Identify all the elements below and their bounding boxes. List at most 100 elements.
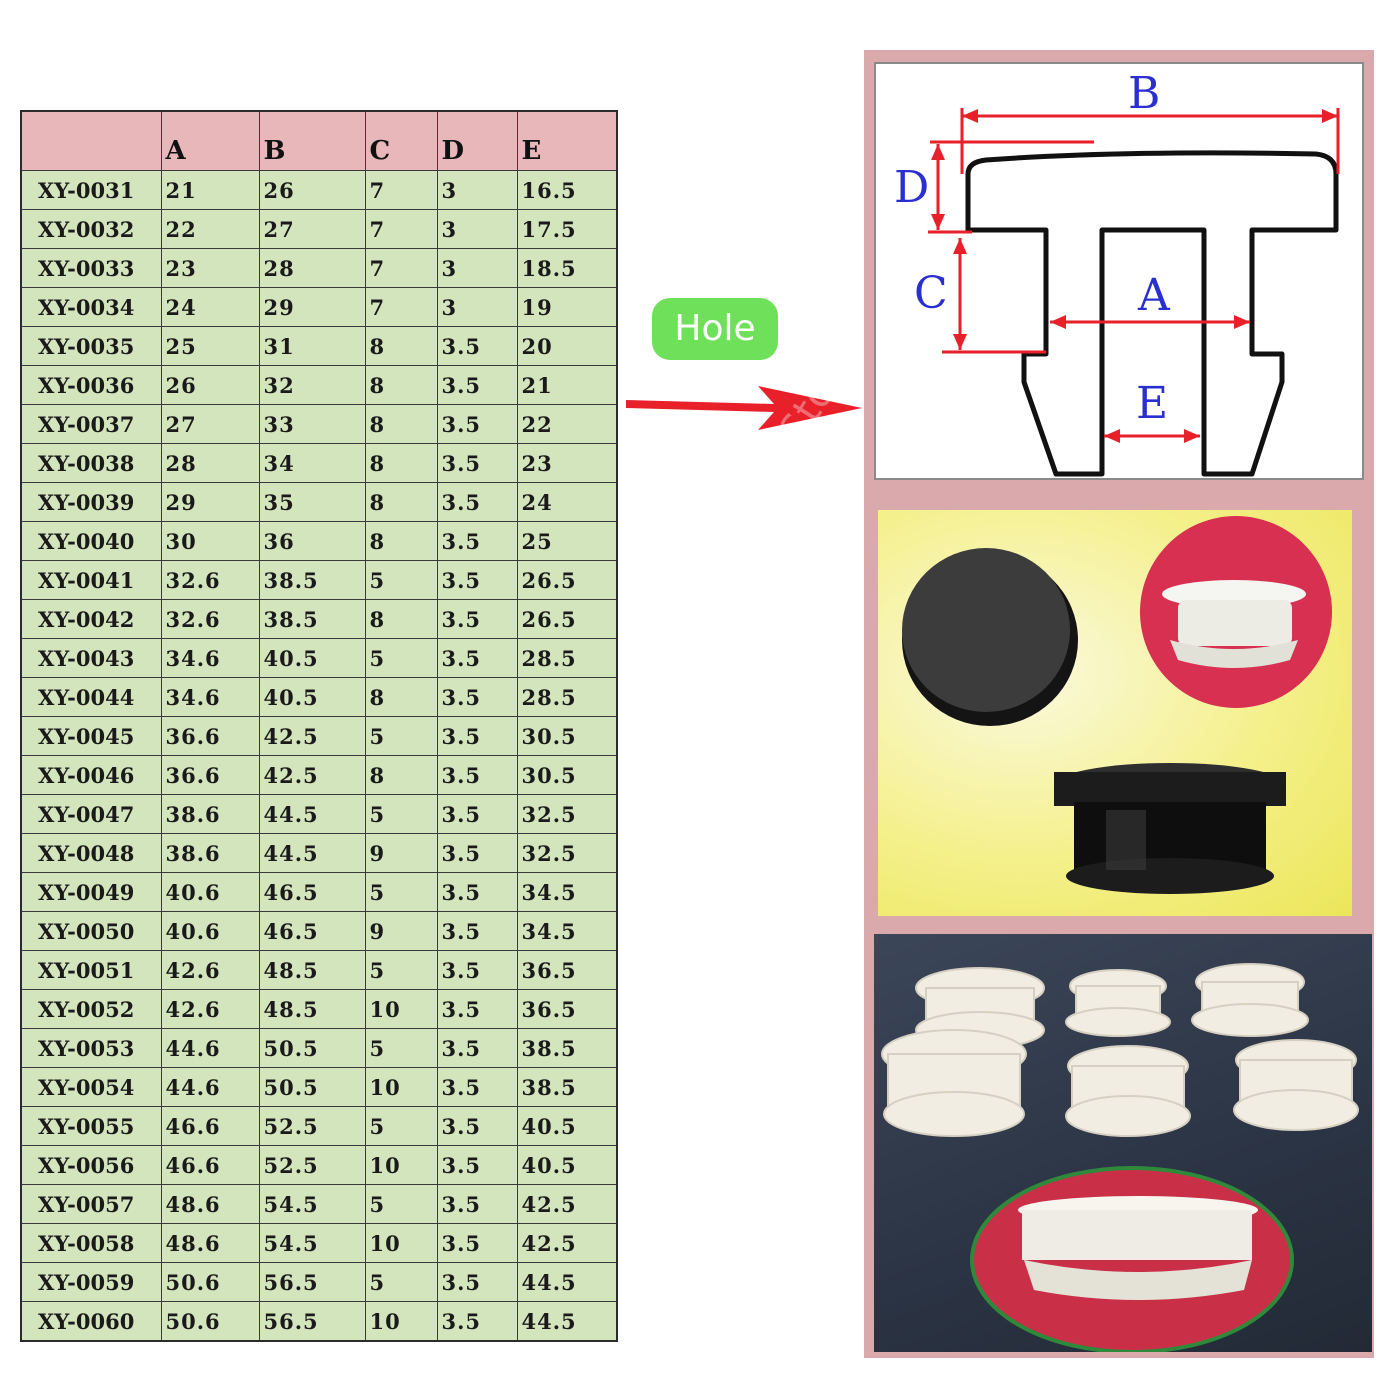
plug-diagram: B D C A E (894, 68, 1340, 477)
model-cell: XY-0046 (20, 755, 162, 795)
dimension-cell: 36.5 (516, 950, 618, 990)
white-plugs-illustration (881, 963, 1359, 1354)
model-cell: XY-0052 (20, 989, 162, 1029)
model-cell: XY-0047 (20, 794, 162, 834)
dimension-cell: 29 (258, 287, 366, 327)
dimension-cell: 42.5 (516, 1184, 618, 1224)
dimension-cell: 29 (160, 482, 260, 522)
label-a: A (1137, 270, 1171, 321)
dimension-cell: 21 (516, 365, 618, 405)
dimension-cell: 3.5 (436, 599, 518, 639)
header-model (20, 110, 162, 171)
dimension-cell: 5 (364, 1184, 438, 1224)
dimension-cell: 8 (364, 599, 438, 639)
dimension-cell: 22 (516, 404, 618, 444)
dimension-cell: 28.5 (516, 677, 618, 717)
dimension-cell: 3.5 (436, 1067, 518, 1107)
dimension-cell: 18.5 (516, 248, 618, 288)
dimension-cell: 3 (436, 287, 518, 327)
dimension-cell: 25 (160, 326, 260, 366)
dimension-cell: 40.5 (258, 638, 366, 678)
dimension-cell: 3.5 (436, 404, 518, 444)
dimension-cell: 44.6 (160, 1028, 260, 1068)
dimension-cell: 3.5 (436, 1223, 518, 1263)
dimension-cell: 50.5 (258, 1028, 366, 1068)
dimension-cell: 48.6 (160, 1223, 260, 1263)
model-cell: XY-0043 (20, 638, 162, 678)
dimension-cell: 23 (160, 248, 260, 288)
dimension-cell: 32.6 (160, 560, 260, 600)
dimension-cell: 30 (160, 521, 260, 561)
dimension-cell: 7 (364, 209, 438, 249)
dimension-cell: 38.6 (160, 833, 260, 873)
dimension-cell: 3.5 (436, 365, 518, 405)
dimension-cell: 44.6 (160, 1067, 260, 1107)
dimension-cell: 44.5 (516, 1262, 618, 1302)
dimension-cell: 3.5 (436, 794, 518, 834)
dimension-cell: 23 (516, 443, 618, 483)
dimension-cell: 22 (160, 209, 260, 249)
dimension-cell: 26 (258, 170, 366, 210)
dimension-cell: 42.5 (258, 755, 366, 795)
dimension-cell: 52.5 (258, 1106, 366, 1146)
dimension-cell: 3.5 (436, 1262, 518, 1302)
model-cell: XY-0059 (20, 1262, 162, 1302)
label-e: E (1136, 378, 1168, 429)
dimension-cell: 50.6 (160, 1301, 260, 1342)
header-e: E (516, 110, 618, 171)
dimension-cell: 5 (364, 1028, 438, 1068)
label-b: B (1128, 68, 1160, 119)
table-header-row: A B C D E (20, 110, 618, 171)
model-cell: XY-0031 (20, 170, 162, 210)
dimension-cell: 3.5 (436, 950, 518, 990)
model-cell: XY-0051 (20, 950, 162, 990)
dimension-cell: 38.5 (258, 560, 366, 600)
dimension-cell: 3.5 (436, 1106, 518, 1146)
dimension-cell: 42.5 (258, 716, 366, 756)
dimension-cell: 25 (516, 521, 618, 561)
dimension-cell: 26.5 (516, 599, 618, 639)
dimension-cell: 28 (160, 443, 260, 483)
model-cell: XY-0053 (20, 1028, 162, 1068)
dimension-cell: 7 (364, 287, 438, 327)
model-cell: XY-0037 (20, 404, 162, 444)
dimension-cell: 40.6 (160, 872, 260, 912)
header-c: C (364, 110, 438, 171)
dimension-cell: 5 (364, 638, 438, 678)
dimension-cell: 5 (364, 716, 438, 756)
dimension-cell: 10 (364, 1067, 438, 1107)
dimension-cell: 16.5 (516, 170, 618, 210)
model-cell: XY-0036 (20, 365, 162, 405)
dimension-cell: 54.5 (258, 1184, 366, 1224)
dimension-cell: 27 (160, 404, 260, 444)
dimension-cell: 8 (364, 443, 438, 483)
dimension-cell: 36.5 (516, 989, 618, 1029)
dimension-cell: 3.5 (436, 482, 518, 522)
dimension-cell: 3.5 (436, 1301, 518, 1342)
dimension-cell: 8 (364, 755, 438, 795)
model-cell: XY-0040 (20, 521, 162, 561)
dimension-cell: 34.5 (516, 911, 618, 951)
dimension-cell: 5 (364, 1106, 438, 1146)
dimension-cell: 32.6 (160, 599, 260, 639)
dimension-cell: 9 (364, 911, 438, 951)
model-cell: XY-0044 (20, 677, 162, 717)
